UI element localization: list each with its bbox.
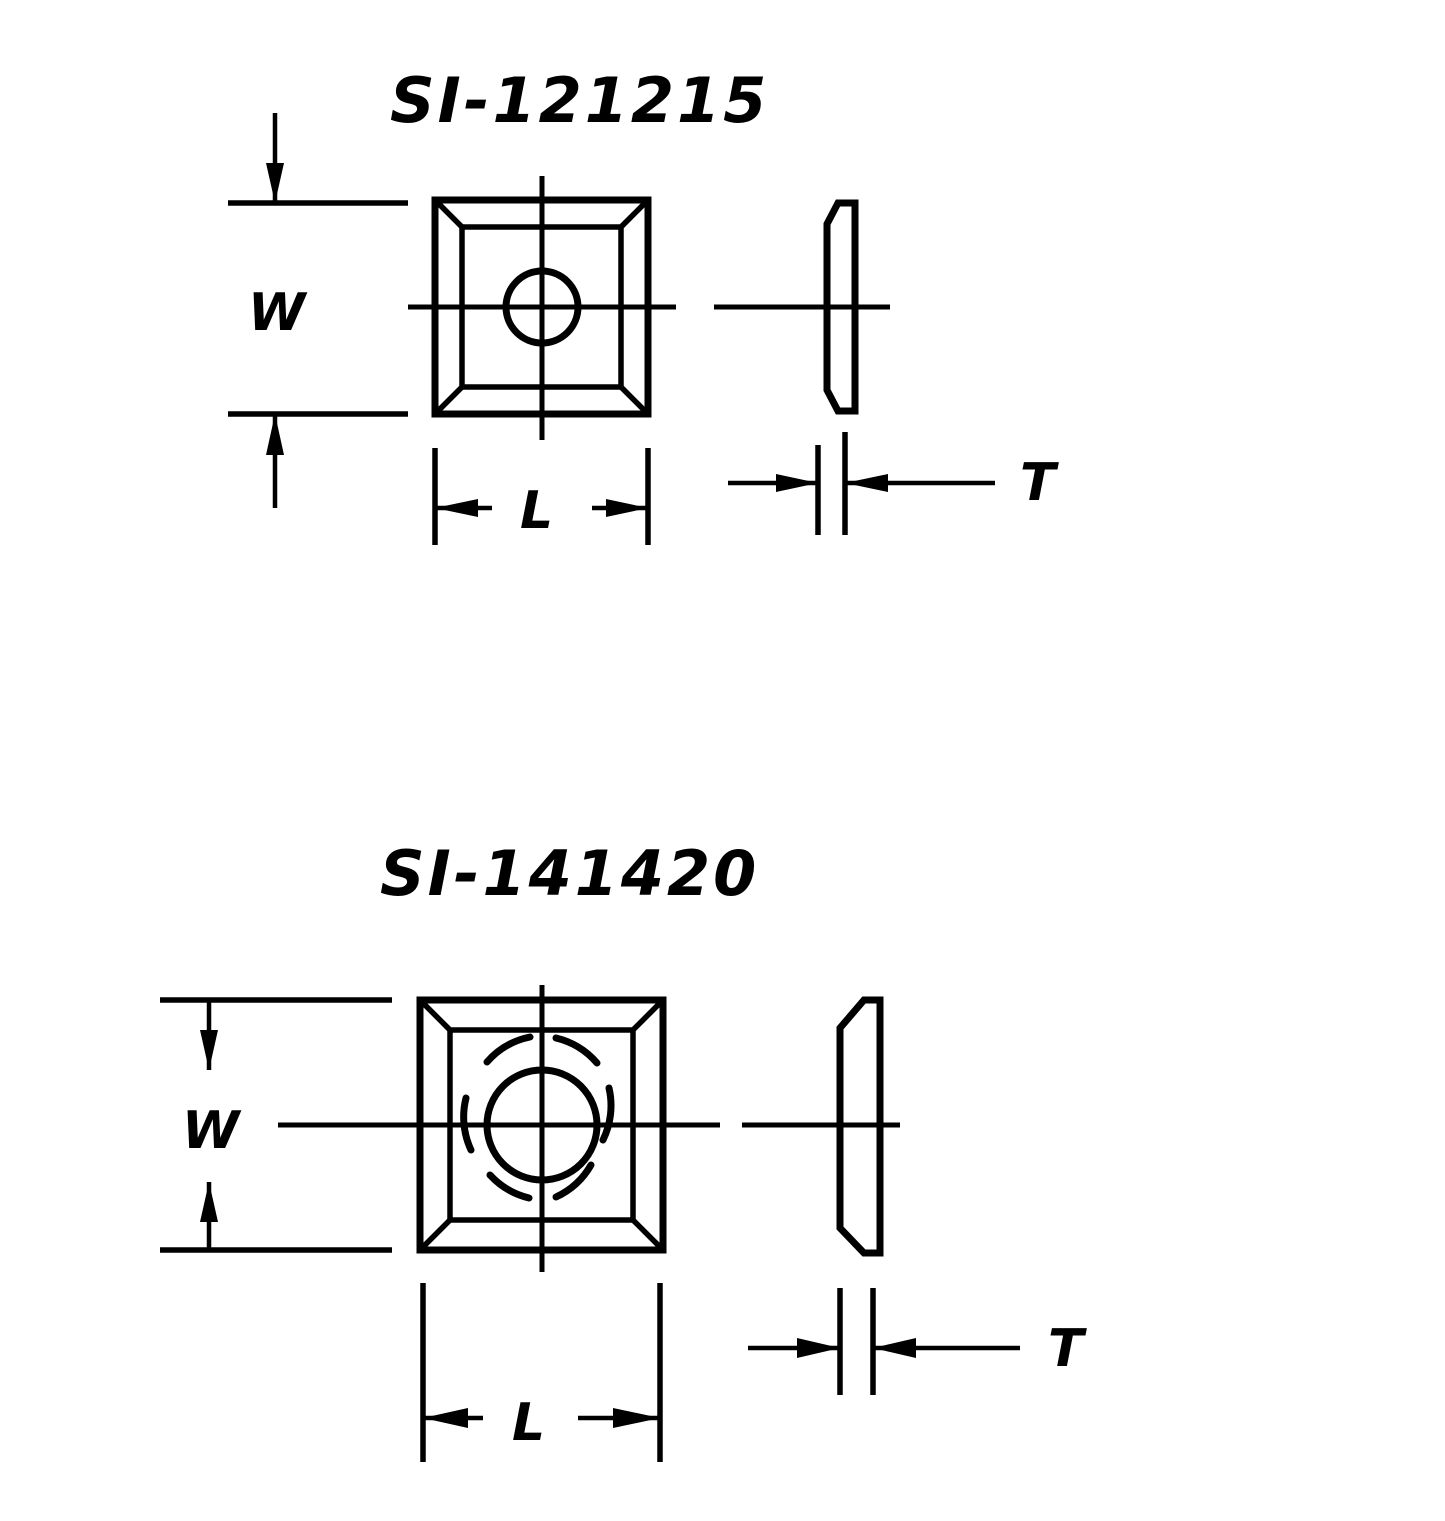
thickness-right-arrowhead bbox=[873, 1338, 916, 1358]
thickness-dimension-label: T bbox=[1048, 1319, 1087, 1379]
insert-chamfer-bottom-left bbox=[418, 1218, 452, 1252]
thickness-left-arrowhead bbox=[797, 1338, 840, 1358]
width-dimension-group: W bbox=[160, 997, 392, 1253]
insert-center-hole bbox=[502, 267, 582, 347]
insert-chamfer-top-left bbox=[433, 198, 464, 229]
thickness-dimension-label: T bbox=[1020, 453, 1059, 513]
width-lower-arrowhead bbox=[200, 1182, 218, 1222]
thickness-dimension-group: T bbox=[728, 432, 1059, 535]
length-left-arrowhead bbox=[423, 1408, 468, 1428]
insert-chamfer-top-left bbox=[418, 998, 452, 1032]
insert-chamfer-top-right bbox=[619, 198, 650, 229]
length-dimension-group: L bbox=[432, 448, 651, 545]
insert-chamfer-bottom-right bbox=[631, 1218, 665, 1252]
length-dimension-group: L bbox=[420, 1283, 663, 1462]
width-dimension-group: W bbox=[228, 113, 408, 508]
length-dimension-label: L bbox=[512, 1393, 545, 1453]
insert-inner-square bbox=[459, 224, 624, 390]
width-dimension-label: W bbox=[248, 283, 308, 343]
insert-chamfer-top-right bbox=[631, 998, 665, 1032]
length-dimension-label: L bbox=[520, 481, 553, 541]
thickness-dimension-group: T bbox=[748, 1288, 1087, 1395]
insert-outer-square bbox=[416, 996, 667, 1254]
front-view bbox=[408, 176, 676, 440]
side-view-profile bbox=[836, 996, 884, 1257]
length-left-arrowhead bbox=[435, 499, 478, 517]
insert-countersink-circle bbox=[460, 1033, 615, 1202]
width-lower-arrowhead bbox=[266, 414, 284, 455]
length-right-arrowhead bbox=[613, 1408, 660, 1428]
figure-title: SI-141420 bbox=[380, 837, 759, 910]
side-view bbox=[714, 199, 890, 415]
insert-chamfer-bottom-right bbox=[619, 385, 650, 416]
insert-center-hole bbox=[483, 1066, 601, 1184]
side-view-profile bbox=[823, 199, 859, 415]
width-upper-arrowhead bbox=[266, 163, 284, 203]
thickness-right-arrowhead bbox=[845, 474, 888, 492]
thickness-left-arrowhead bbox=[776, 474, 818, 492]
insert-inner-square bbox=[447, 1027, 636, 1223]
figure-si-121215: SI-121215 W bbox=[228, 64, 1059, 545]
figure-title: SI-121215 bbox=[390, 64, 769, 137]
front-view bbox=[278, 985, 688, 1272]
length-right-arrowhead bbox=[606, 499, 648, 517]
width-upper-arrowhead bbox=[200, 1030, 218, 1070]
width-dimension-label: W bbox=[182, 1101, 242, 1161]
insert-chamfer-bottom-left bbox=[433, 385, 464, 416]
side-view bbox=[688, 996, 900, 1257]
figure-si-141420: SI-141420 W bbox=[160, 837, 1087, 1462]
insert-outer-square bbox=[431, 196, 652, 418]
